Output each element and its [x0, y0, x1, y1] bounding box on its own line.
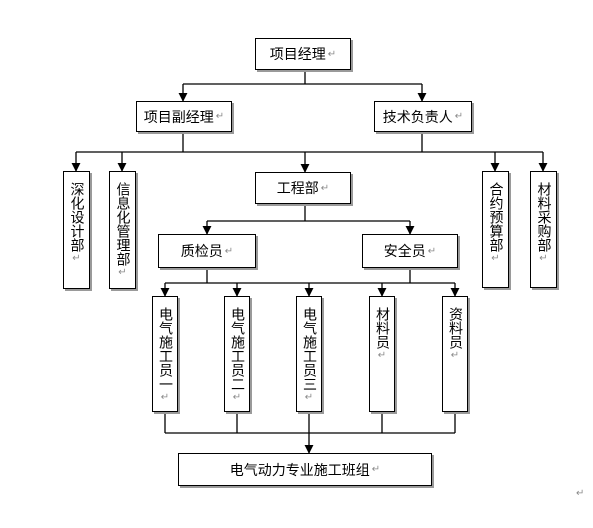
contract-budget-dept-label: 合约预算部 — [487, 182, 504, 252]
tech-lead-box: 技术负责人↵ — [374, 101, 472, 132]
deputy-manager-label: 项目副经理 — [143, 109, 214, 126]
material-purchase-dept-box: 材料采购部↵ — [530, 171, 557, 288]
material-clerk-box: 材料员↵ — [369, 296, 395, 412]
safety-officer-label: 安全员 — [383, 244, 426, 260]
paragraph-mark: ↵ — [160, 392, 170, 403]
paragraph-mark: ↵ — [450, 350, 460, 361]
quality-inspector-box: 质检员↵ — [158, 234, 256, 268]
project-manager-box: 项目经理↵ — [255, 38, 351, 70]
paragraph-mark: ↵ — [377, 350, 387, 361]
data-clerk-label: 资料员 — [447, 307, 463, 349]
paragraph-mark: ↵ — [491, 253, 500, 264]
deepening-design-dept-box: 深化设计部↵ — [63, 171, 90, 289]
paragraph-mark: ↵ — [72, 253, 81, 264]
engineering-dept-box: 工程部↵ — [255, 172, 351, 204]
electrical-constructor-2-label: 电气施工员二 — [229, 307, 245, 391]
paragraph-mark: ↵ — [371, 464, 381, 475]
electrical-constructor-1-box: 电气施工员一↵ — [152, 296, 178, 412]
electrical-power-team-label: 电气动力专业施工班组 — [229, 462, 370, 479]
quality-inspector-label: 质检员 — [180, 244, 223, 260]
safety-officer-box: 安全员↵ — [362, 234, 458, 268]
paragraph-mark: ↵ — [576, 488, 585, 499]
paragraph-mark: ↵ — [327, 48, 337, 60]
contract-budget-dept-box: 合约预算部↵ — [482, 171, 509, 288]
electrical-constructor-3-label: 电气施工员三 — [301, 307, 317, 391]
paragraph-mark: ↵ — [304, 392, 314, 403]
paragraph-mark: ↵ — [454, 111, 464, 122]
electrical-power-team-box: 电气动力专业施工班组↵ — [178, 453, 432, 486]
engineering-dept-label: 工程部 — [276, 181, 319, 197]
paragraph-mark: ↵ — [215, 111, 225, 122]
material-purchase-dept-label: 材料采购部 — [535, 182, 552, 252]
electrical-constructor-3-box: 电气施工员三↵ — [296, 296, 322, 412]
paragraph-mark: ↵ — [539, 253, 548, 264]
paragraph-mark: ↵ — [232, 392, 242, 403]
it-management-dept-box: 信息化管理部↵ — [109, 171, 136, 289]
tech-lead-label: 技术负责人 — [382, 109, 453, 126]
deputy-manager-box: 项目副经理↵ — [136, 101, 232, 132]
paragraph-mark: ↵ — [118, 267, 127, 278]
electrical-constructor-2-box: 电气施工员二↵ — [224, 296, 250, 412]
material-clerk-label: 材料员 — [374, 307, 390, 349]
paragraph-mark: ↵ — [427, 245, 437, 257]
deepening-design-dept-label: 深化设计部 — [68, 182, 85, 252]
paragraph-mark: ↵ — [224, 245, 234, 257]
paragraph-mark: ↵ — [320, 182, 330, 194]
project-manager-label: 项目经理 — [269, 47, 326, 63]
electrical-constructor-1-label: 电气施工员一 — [157, 307, 173, 391]
it-management-dept-label: 信息化管理部 — [114, 182, 131, 266]
data-clerk-box: 资料员↵ — [442, 296, 468, 412]
